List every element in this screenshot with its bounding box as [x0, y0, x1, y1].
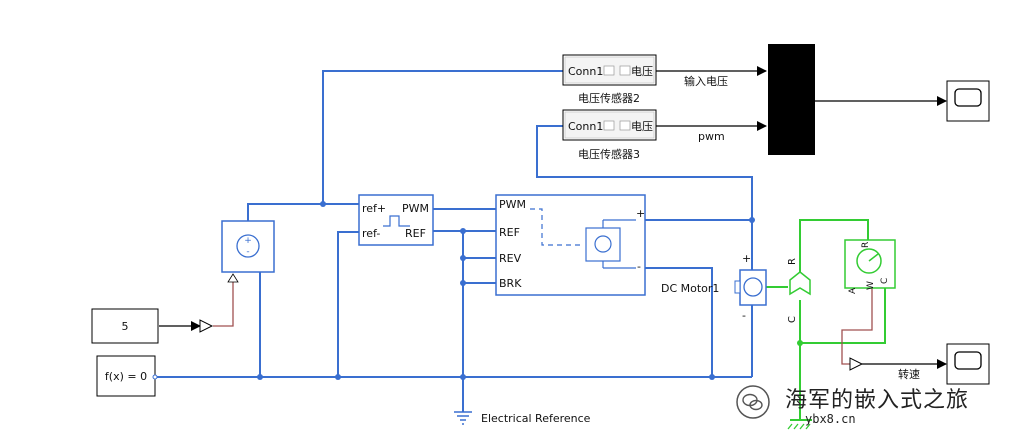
svg-text:电压: 电压 [631, 65, 653, 78]
svg-text:DC Motor1: DC Motor1 [661, 282, 719, 295]
svg-text:Conn1: Conn1 [568, 120, 603, 133]
solver-config-block[interactable]: f(x) = 0 [96, 355, 158, 397]
svg-text:W: W [866, 281, 876, 290]
simulink-ps-converter[interactable] [199, 319, 214, 333]
svg-text:+: + [244, 236, 252, 246]
wire-sensor3[interactable] [536, 125, 753, 270]
svg-text:REF: REF [499, 226, 520, 239]
wire-tach-w-to-ps[interactable] [841, 288, 873, 365]
electrical-reference[interactable]: Electrical Reference [454, 411, 591, 425]
voltage-sensor-3[interactable]: Conn1 电压 电压传感器3 [562, 109, 657, 161]
wechat-icon [736, 385, 770, 419]
svg-text:REV: REV [499, 252, 522, 265]
wire-tach-c[interactable] [800, 288, 886, 344]
svg-text:R: R [861, 242, 871, 248]
junctions [257, 201, 755, 380]
svg-text:Conn1: Conn1 [568, 65, 603, 78]
watermark-site: ybx8.cn [805, 412, 856, 426]
svg-text:ref+: ref+ [362, 202, 386, 215]
rotational-speed-sensor[interactable]: R C [787, 258, 811, 323]
svg-text:电压: 电压 [631, 120, 653, 133]
ps-simulink-converter[interactable] [849, 357, 864, 371]
scope-1[interactable] [946, 80, 990, 122]
h-bridge-block[interactable]: PWM REF REV BRK + - [495, 194, 646, 296]
mechanical-reference[interactable] [787, 419, 812, 430]
svg-text:PWM: PWM [402, 202, 429, 215]
svg-text:电压传感器2: 电压传感器2 [578, 92, 640, 105]
svg-text:电压传感器3: 电压传感器3 [578, 148, 640, 161]
scope-2[interactable] [946, 343, 990, 385]
svg-text:BRK: BRK [499, 277, 522, 290]
watermark-text: 海军的嵌入式之旅 [785, 388, 970, 413]
svg-text:-: - [637, 260, 641, 273]
signal-label-input-voltage: 输入电压 [684, 74, 728, 88]
pwm-block[interactable]: ref+ ref- PWM REF [358, 194, 434, 246]
svg-text:f(x) = 0: f(x) = 0 [105, 370, 147, 383]
dc-motor-block[interactable]: + - DC Motor1 [661, 252, 767, 322]
wire-driver-minus[interactable] [645, 267, 713, 377]
controlled-voltage-source[interactable]: + - [221, 220, 275, 283]
wire-speed-r-to-tach[interactable] [799, 219, 869, 275]
wire-vsource-to-refplus[interactable] [247, 203, 360, 221]
constant-block[interactable]: 5 [91, 308, 159, 344]
svg-text:C: C [787, 316, 798, 323]
svg-text:C: C [880, 278, 890, 284]
svg-text:-: - [246, 247, 249, 257]
wire-sensor2-top[interactable] [322, 70, 563, 204]
svg-text:5: 5 [122, 320, 129, 333]
mechanical-wires [766, 219, 886, 420]
svg-text:+: + [636, 207, 645, 220]
mux-block[interactable] [768, 44, 815, 155]
svg-text:-: - [742, 309, 746, 322]
svg-text:A: A [848, 287, 858, 294]
svg-text:R: R [787, 258, 798, 265]
svg-text:+: + [742, 252, 751, 265]
wire-refminus[interactable] [337, 231, 360, 377]
ps-wires [213, 282, 873, 365]
signal-wires [159, 66, 947, 369]
watermark: 海军的嵌入式之旅 ybx8.cn [735, 382, 1005, 432]
motion-sensor-block[interactable]: R C A W [844, 239, 896, 294]
signal-label-speed: 转速 [898, 367, 920, 381]
svg-text:REF: REF [405, 227, 426, 240]
svg-text:Electrical Reference: Electrical Reference [481, 412, 591, 425]
svg-text:ref-: ref- [362, 227, 380, 240]
signal-label-pwm: pwm [698, 130, 725, 143]
svg-text:PWM: PWM [499, 198, 526, 211]
wire-ps-to-source[interactable] [213, 282, 234, 327]
voltage-sensor-2[interactable]: Conn1 电压 电压传感器2 [562, 54, 657, 105]
